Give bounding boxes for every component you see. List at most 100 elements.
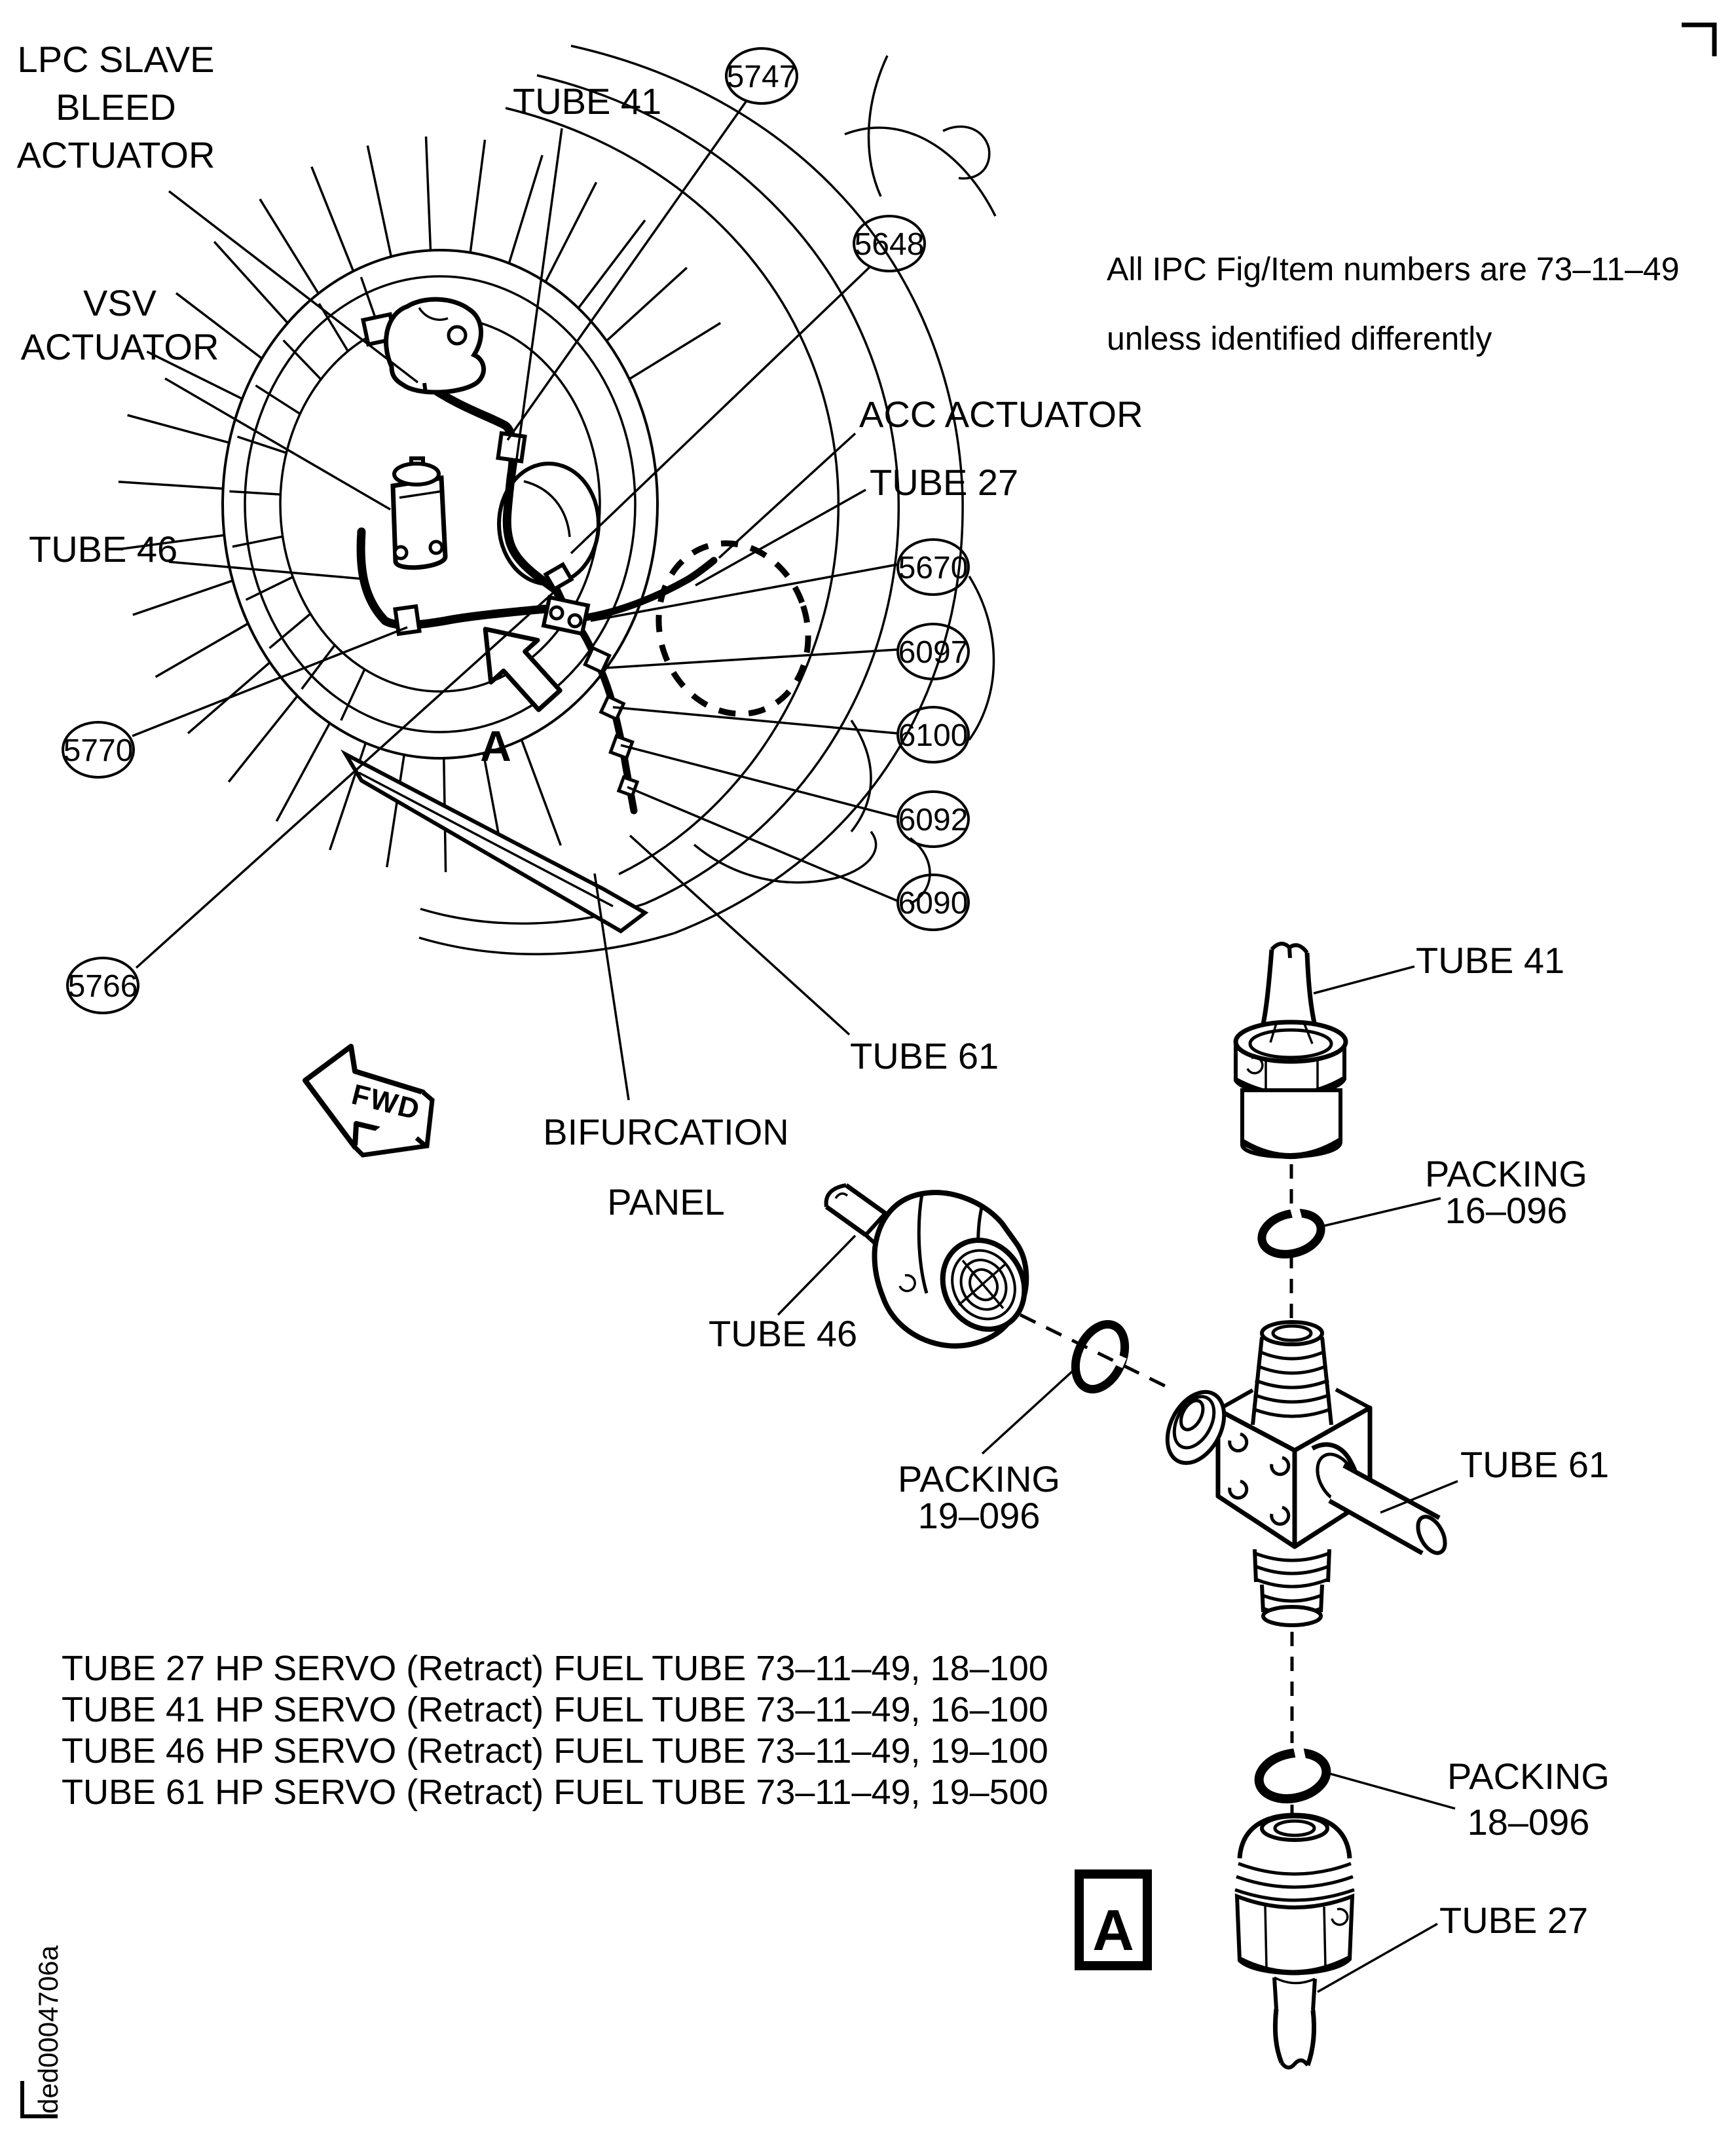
leader-lines-main xyxy=(132,100,898,1101)
balloon-6097: 6097 xyxy=(896,623,970,680)
label-tube46-main: TUBE 46 xyxy=(29,528,177,570)
label-packing18-2: 18–096 xyxy=(1468,1801,1590,1843)
leader-bifurcation xyxy=(593,873,630,1101)
leader-tube41-detail xyxy=(1313,965,1415,995)
label-bifurcation-1: BIFURCATION xyxy=(543,1111,788,1152)
leader-acc xyxy=(718,432,857,559)
svg-text:6100: 6100 xyxy=(898,718,969,753)
label-packing16-1: PACKING xyxy=(1425,1153,1587,1194)
parts-list-row: TUBE 46 HP SERVO (Retract) FUEL TUBE 73–… xyxy=(62,1731,1048,1771)
svg-text:5770: 5770 xyxy=(64,733,134,768)
leader-6092 xyxy=(620,744,898,819)
spinner-hub-shade xyxy=(523,480,571,538)
label-lpc-1: LPC SLAVE xyxy=(18,39,215,80)
fan-blade-line xyxy=(282,339,322,381)
fan-blade-line xyxy=(259,198,320,295)
leader-tube27-detail xyxy=(1317,1922,1438,1993)
packing-16-096-oring xyxy=(1257,1205,1325,1259)
label-tube46-detail: TUBE 46 xyxy=(709,1313,857,1354)
view-a-arrow xyxy=(483,627,563,712)
tube27-fitting-drawing xyxy=(1234,1812,1355,2070)
label-packing19-1: PACKING xyxy=(898,1458,1060,1499)
detail-view-a: TUBE 41 PACKING 16–096 TUBE 46 PACKING 1… xyxy=(709,940,1610,2070)
leader-tube41 xyxy=(507,128,563,522)
bifurcation-panel-shape xyxy=(340,749,649,934)
engine-case-arcs xyxy=(418,45,964,955)
leader-lines-detail xyxy=(777,965,1458,1993)
balloon-5770: 5770 xyxy=(62,721,135,779)
vsv-actuator-drawing xyxy=(390,456,448,570)
fan-blade-line xyxy=(386,754,405,868)
cross-fitting-drawing xyxy=(1165,1254,1447,1743)
balloon-5670: 5670 xyxy=(896,538,970,596)
detail-view-labels: TUBE 41 PACKING 16–096 TUBE 46 PACKING 1… xyxy=(709,940,1610,1941)
fan-blade-line xyxy=(340,668,366,721)
svg-text:6092: 6092 xyxy=(898,803,969,837)
label-acc: ACC ACTUATOR xyxy=(859,394,1143,435)
balloon-6100: 6100 xyxy=(896,706,970,763)
balloon-5648: 5648 xyxy=(853,215,926,272)
leader-packing18 xyxy=(1327,1772,1456,1810)
fan-blade-line xyxy=(120,534,225,551)
fan-blade-line xyxy=(213,241,289,324)
fan-blade-line xyxy=(606,267,688,342)
tube46-fitting-drawing xyxy=(824,1183,1173,1391)
fan-blade-line xyxy=(127,414,230,444)
parts-list-row: TUBE 41 HP SERVO (Retract) FUEL TUBE 73–… xyxy=(62,1690,1048,1729)
note-line-2: unless identified differently xyxy=(1107,320,1492,357)
leader-5766 xyxy=(135,585,561,969)
tube41-fitting-drawing xyxy=(1233,942,1348,1213)
lpc-actuator-drawing xyxy=(360,297,486,395)
tube-41-line xyxy=(420,378,570,615)
fan-blade-line xyxy=(146,350,243,400)
parts-list: TUBE 27 HP SERVO (Retract) FUEL TUBE 73–… xyxy=(62,1649,1048,1812)
label-tube41-main: TUBE 41 xyxy=(513,81,661,122)
leader-tube27 xyxy=(695,488,866,587)
doc-id: ded0004706a xyxy=(33,1945,64,2114)
leader-packing19 xyxy=(981,1369,1075,1455)
svg-text:5670: 5670 xyxy=(898,551,969,585)
tube-27-line xyxy=(578,557,718,622)
label-tube41-detail: TUBE 41 xyxy=(1416,940,1564,981)
fuel-tubes xyxy=(356,378,718,815)
fan-blade-line xyxy=(577,219,646,309)
fan-case-rim-outer xyxy=(221,249,659,760)
acc-actuator-dashed-ring xyxy=(656,540,811,717)
balloon-5747: 5747 xyxy=(725,47,798,105)
label-vsv-1: VSV xyxy=(83,282,157,323)
fan-blade-line xyxy=(229,490,281,496)
tube-clamps-and-fittings xyxy=(393,431,640,798)
parts-list-row: TUBE 61 HP SERVO (Retract) FUEL TUBE 73–… xyxy=(62,1773,1048,1812)
label-packing16-2: 16–096 xyxy=(1445,1190,1568,1231)
label-vsv-2: ACTUATOR xyxy=(21,326,219,367)
fan-blade-line xyxy=(175,292,263,359)
fan-blade-line xyxy=(155,622,249,678)
corner-mark-bottom-left xyxy=(20,2081,58,2118)
view-a-letter: A xyxy=(480,722,511,770)
packing-18-096-oring xyxy=(1254,1745,1331,1803)
label-tube61-detail: TUBE 61 xyxy=(1460,1444,1609,1485)
fan-blade-line xyxy=(544,181,598,283)
fan-blade-line xyxy=(310,166,355,272)
detail-marker-a: A xyxy=(1075,1869,1152,1970)
fan-blade-line xyxy=(232,535,284,548)
engine-fan-drawing: A FWD xyxy=(118,45,997,1158)
leader-5648 xyxy=(570,265,872,555)
fan-blade-line xyxy=(227,695,299,783)
fan-blade-line xyxy=(245,576,294,601)
leader-vsv xyxy=(164,377,391,511)
leader-tube46 xyxy=(168,561,363,580)
leader-lpc xyxy=(168,190,419,384)
balloon-5766: 5766 xyxy=(66,957,139,1014)
leader-tube61-detail xyxy=(1380,1480,1458,1514)
corner-mark-top-right xyxy=(1682,22,1717,56)
label-packing18-1: PACKING xyxy=(1447,1756,1610,1797)
leader-5747 xyxy=(506,100,748,441)
label-bifurcation-2: PANEL xyxy=(607,1181,724,1223)
svg-text:5648: 5648 xyxy=(855,227,925,262)
main-view-labels: LPC SLAVE BLEED ACTUATOR VSV ACTUATOR TU… xyxy=(17,39,1680,1223)
fan-case-rim-inner xyxy=(244,275,637,733)
fan-blade-line xyxy=(366,145,393,257)
fan-blade-line xyxy=(520,739,562,846)
